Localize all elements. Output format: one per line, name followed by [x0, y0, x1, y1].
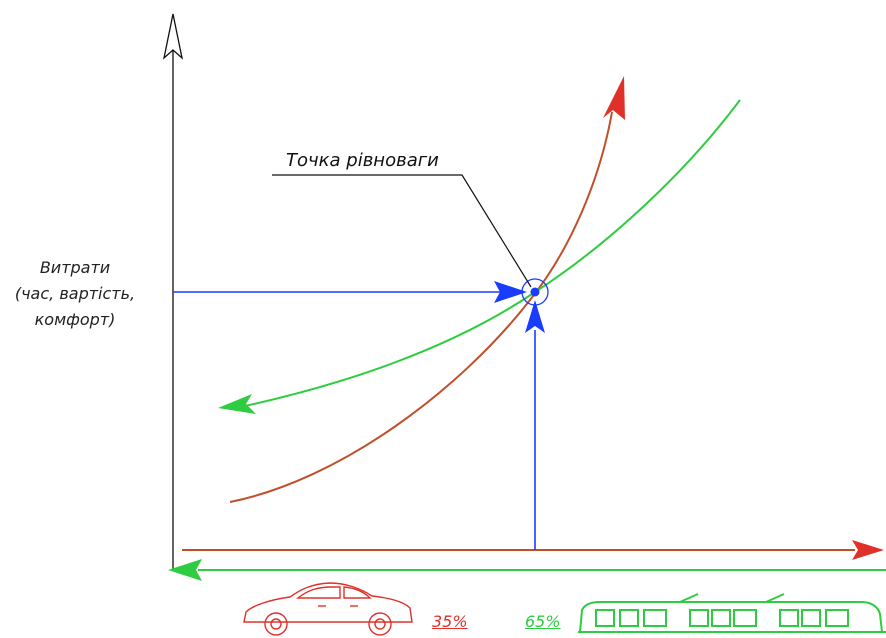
- car-icon: [243, 582, 413, 636]
- tram-share-label: 65%: [525, 612, 561, 631]
- tram-curve-arrowhead: [218, 394, 256, 414]
- car-cost-curve: [229, 111, 613, 503]
- equilibrium-dot: [530, 287, 540, 297]
- cost-pointer-arrowhead: [494, 281, 527, 303]
- y-axis-arrowhead: [162, 13, 184, 60]
- car-axis-arrowhead: [852, 540, 884, 560]
- y-axis-label-line2: (час, вартість,: [14, 284, 136, 303]
- equilibrium-label: Точка рівноваги: [286, 150, 439, 171]
- tram-icon: [578, 593, 886, 633]
- share-pointer-arrowhead: [525, 300, 545, 333]
- tram-axis-arrowhead: [168, 559, 202, 581]
- car-curve-arrowhead: [603, 76, 625, 120]
- y-axis-label-line1: Витрати: [39, 258, 111, 277]
- car-share-label: 35%: [432, 612, 468, 631]
- equilibrium-leader: [272, 174, 532, 288]
- y-axis-label-line3: комфорт): [34, 310, 116, 329]
- tram-cost-curve: [244, 99, 741, 407]
- equilibrium-ring: [521, 278, 549, 306]
